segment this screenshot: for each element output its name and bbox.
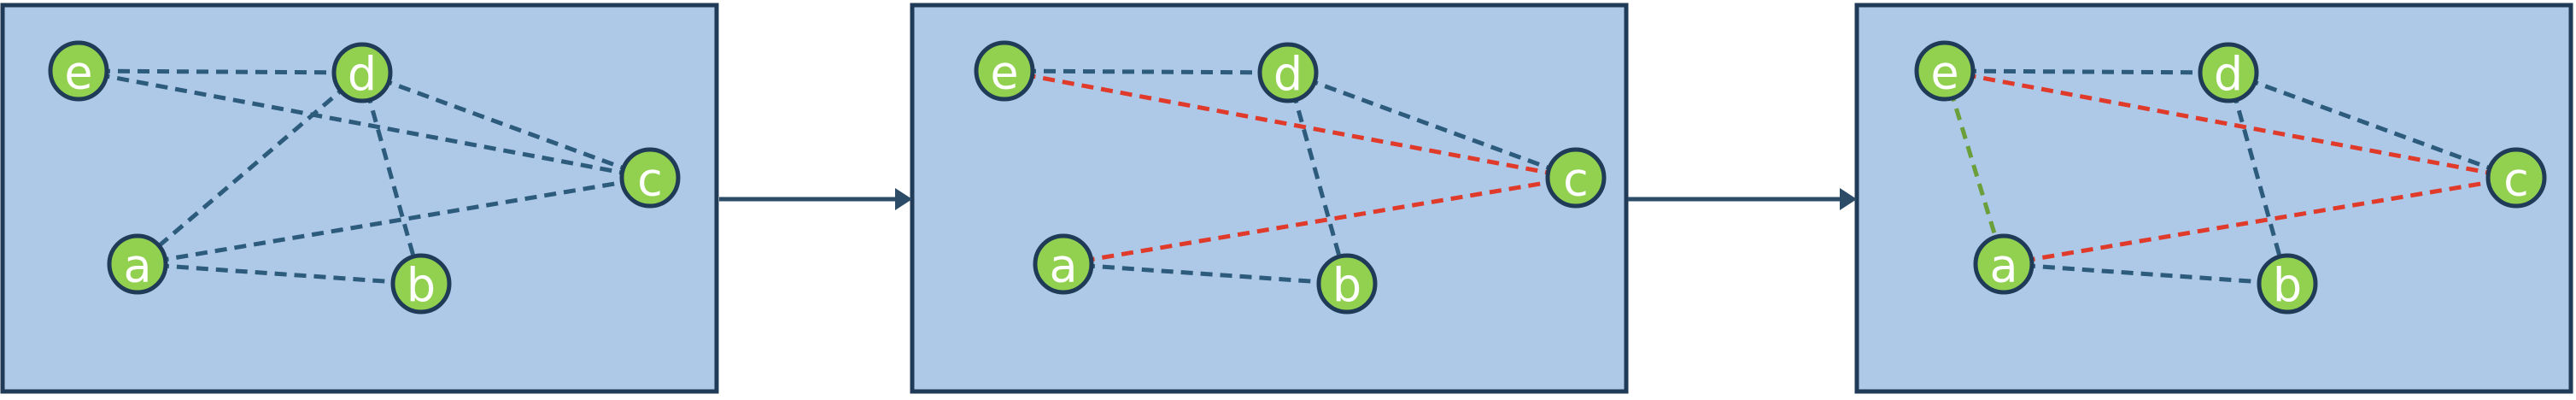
arrowhead-2 (1840, 188, 1857, 210)
node-b: b (390, 253, 452, 315)
edge-d-b (1285, 72, 1349, 285)
edge-d-c (2228, 70, 2517, 180)
edge-e-d (1004, 68, 1289, 75)
node-a: a (1033, 233, 1094, 295)
node-c: c (2485, 147, 2547, 209)
node-label: a (1049, 239, 1077, 293)
node-circle (619, 147, 681, 209)
node-label: b (1332, 259, 1361, 313)
node-label: e (990, 46, 1018, 100)
node-a: a (1973, 233, 2034, 295)
node-label: e (64, 46, 92, 100)
node-circle (331, 42, 393, 103)
panel-2: e d c a b (910, 3, 1629, 394)
edge-d-b (360, 72, 424, 285)
node-label: c (1563, 153, 1589, 207)
node-circle (48, 40, 109, 102)
node-label: a (1989, 239, 2017, 293)
node-label: a (123, 239, 151, 293)
node-c: c (619, 147, 681, 209)
edge-a-c (137, 175, 651, 267)
node-circle (2257, 253, 2318, 315)
node-circle (107, 233, 168, 295)
node-e: e (48, 40, 109, 102)
node-a: a (107, 233, 168, 295)
node-label: b (2273, 259, 2302, 313)
node-label: d (2214, 48, 2243, 102)
node-circle (1257, 42, 1319, 103)
node-b: b (1316, 253, 1378, 315)
node-c: c (1545, 147, 1607, 209)
edge-d-b (2226, 72, 2290, 285)
node-circle (1316, 253, 1378, 315)
node-d: d (2198, 42, 2259, 103)
node-circle (390, 253, 452, 315)
edge-a-b (2003, 262, 2288, 286)
node-label: b (407, 259, 436, 313)
node-circle (2485, 147, 2547, 209)
node-circle (1545, 147, 1607, 209)
node-label: d (348, 48, 377, 102)
node-e: e (1914, 40, 1976, 102)
node-label: e (1930, 46, 1958, 100)
edge-a-b (1063, 262, 1348, 286)
node-circle (974, 40, 1035, 102)
node-b: b (2257, 253, 2318, 315)
node-label: d (1273, 48, 1303, 102)
node-d: d (331, 42, 393, 103)
edge-d-c (1287, 70, 1577, 180)
edge-a-c (1063, 175, 1577, 267)
node-label: c (2503, 153, 2529, 207)
node-label: c (637, 153, 663, 207)
node-e: e (974, 40, 1035, 102)
edge-e-d (1944, 68, 2229, 75)
node-circle (1973, 233, 2034, 295)
edge-d-c (361, 70, 651, 180)
panel-3: e d c a b (1854, 3, 2573, 394)
edge-a-b (137, 262, 422, 286)
node-d: d (1257, 42, 1319, 103)
node-circle (2198, 42, 2259, 103)
edge-a-c (2003, 175, 2517, 267)
edge-e-d (78, 68, 363, 75)
node-circle (1033, 233, 1094, 295)
panel-1: e d c a b (0, 3, 719, 394)
arrowhead-1 (895, 188, 912, 210)
edge-d-a (136, 71, 364, 266)
node-circle (1914, 40, 1976, 102)
edge-e-a (1942, 70, 2006, 265)
